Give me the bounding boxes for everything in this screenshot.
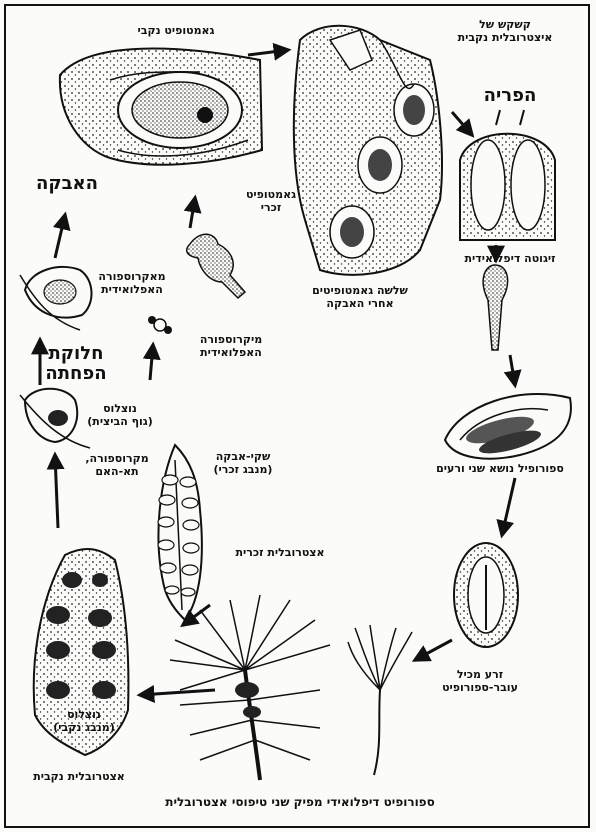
macrospore-illustration [20, 267, 92, 330]
seed-illustration [454, 543, 518, 647]
label-male-cone: אצטרובלית זכרית [210, 546, 350, 559]
label-sporophyll-two-ovules: ספורופיל נושא שני ורעים [420, 462, 580, 475]
seedling-illustration [348, 625, 412, 775]
label-nucellus-female-sporangium: נוצלוס (מנבג נקבי) [34, 708, 134, 734]
label-female-gametophyte: גאמטופיט נקבי [106, 24, 246, 37]
pine-branch-illustration [170, 595, 330, 780]
arrow-to-sporophyll [510, 355, 515, 385]
arrow-to-three-gametophytes [248, 50, 288, 55]
label-nucellus-ovule: נוצלוס (גוף הביצית) [70, 402, 170, 428]
arrow-to-fertilization [452, 112, 472, 135]
arrow-to-nucellus [55, 455, 58, 528]
label-bottom-caption: ספורופיט דיפלואידי מפיק שני טיפוסי אצטרו… [130, 796, 470, 809]
arrow-to-microspore [150, 345, 153, 380]
arrow-to-male-gametophyte [190, 198, 195, 228]
embryo-illustration [483, 265, 507, 350]
label-haploid-microspore: מיקרוספורה האפלואידית [176, 333, 286, 359]
label-haploid-macrospore: מאקרוספורה האפלואידית [82, 270, 182, 296]
ovule-female-gametophyte-illustration [60, 49, 262, 165]
male-gametophyte-illustration [187, 234, 245, 298]
arrow-to-seedling [415, 640, 452, 660]
arrow-to-pollination [55, 215, 65, 258]
label-diploid-zygote: זיגוטה דיפלואידית [440, 252, 580, 265]
label-seed-embryo: זרע מכיל עובר-ספורופיט [420, 668, 540, 694]
label-pollen-sac: שקי-אבקה (מנבג זכרי) [198, 450, 288, 476]
label-three-gametophytes: שלשה גאמטופיטים אחרי האבקה [290, 284, 430, 310]
sporophyll-illustration [445, 394, 571, 459]
three-gametophytes-illustration [294, 26, 442, 275]
microspore-illustration [148, 316, 172, 334]
label-fertilization: הפריה [470, 86, 550, 106]
label-meiosis: חלוקת הפחתה [26, 344, 126, 384]
arrow-to-seed [502, 478, 515, 535]
label-female-cone: אצטרובלית נקבית [14, 770, 144, 783]
zygote-illustration [460, 110, 555, 240]
label-male-gametophyte: גאמטופיט זכרי [236, 188, 306, 214]
label-female-cone-scale: קשקש של איצטרובלית נקבית [430, 18, 580, 44]
male-cone-illustration [158, 445, 202, 620]
label-pollination: האבקה [22, 174, 112, 194]
label-mother-cell: מקרוספורה, תא-האם [72, 452, 162, 478]
arrow-to-female-cone [140, 690, 215, 695]
